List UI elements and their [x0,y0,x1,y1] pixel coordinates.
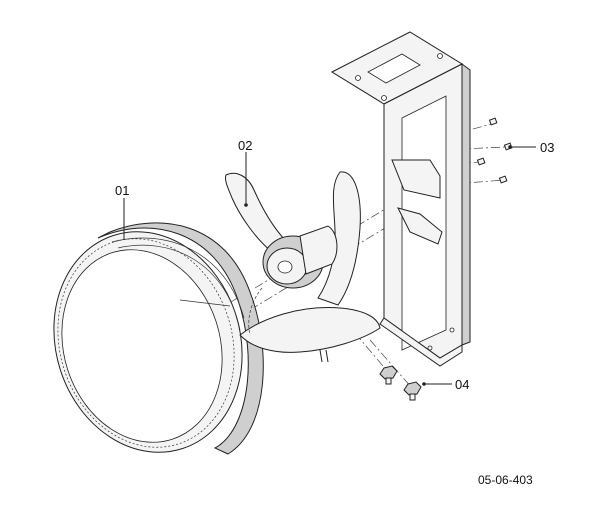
bolt [379,365,398,385]
document-number: 05-06-403 [478,473,533,487]
screw [476,157,486,166]
fan-shroud-ring [53,222,264,455]
mounting-screws [476,117,513,184]
callout-03: 03 [540,140,554,155]
screw [488,117,498,126]
motor-mounting-bracket [330,31,471,367]
callout-04: 04 [455,377,469,392]
callout-01: 01 [115,183,129,198]
screw [498,175,508,184]
bolt [403,381,422,401]
callout-02: 02 [238,138,252,153]
leader-lines [123,145,536,386]
hex-bolts [379,365,422,401]
fan-blade-assembly [225,171,381,363]
